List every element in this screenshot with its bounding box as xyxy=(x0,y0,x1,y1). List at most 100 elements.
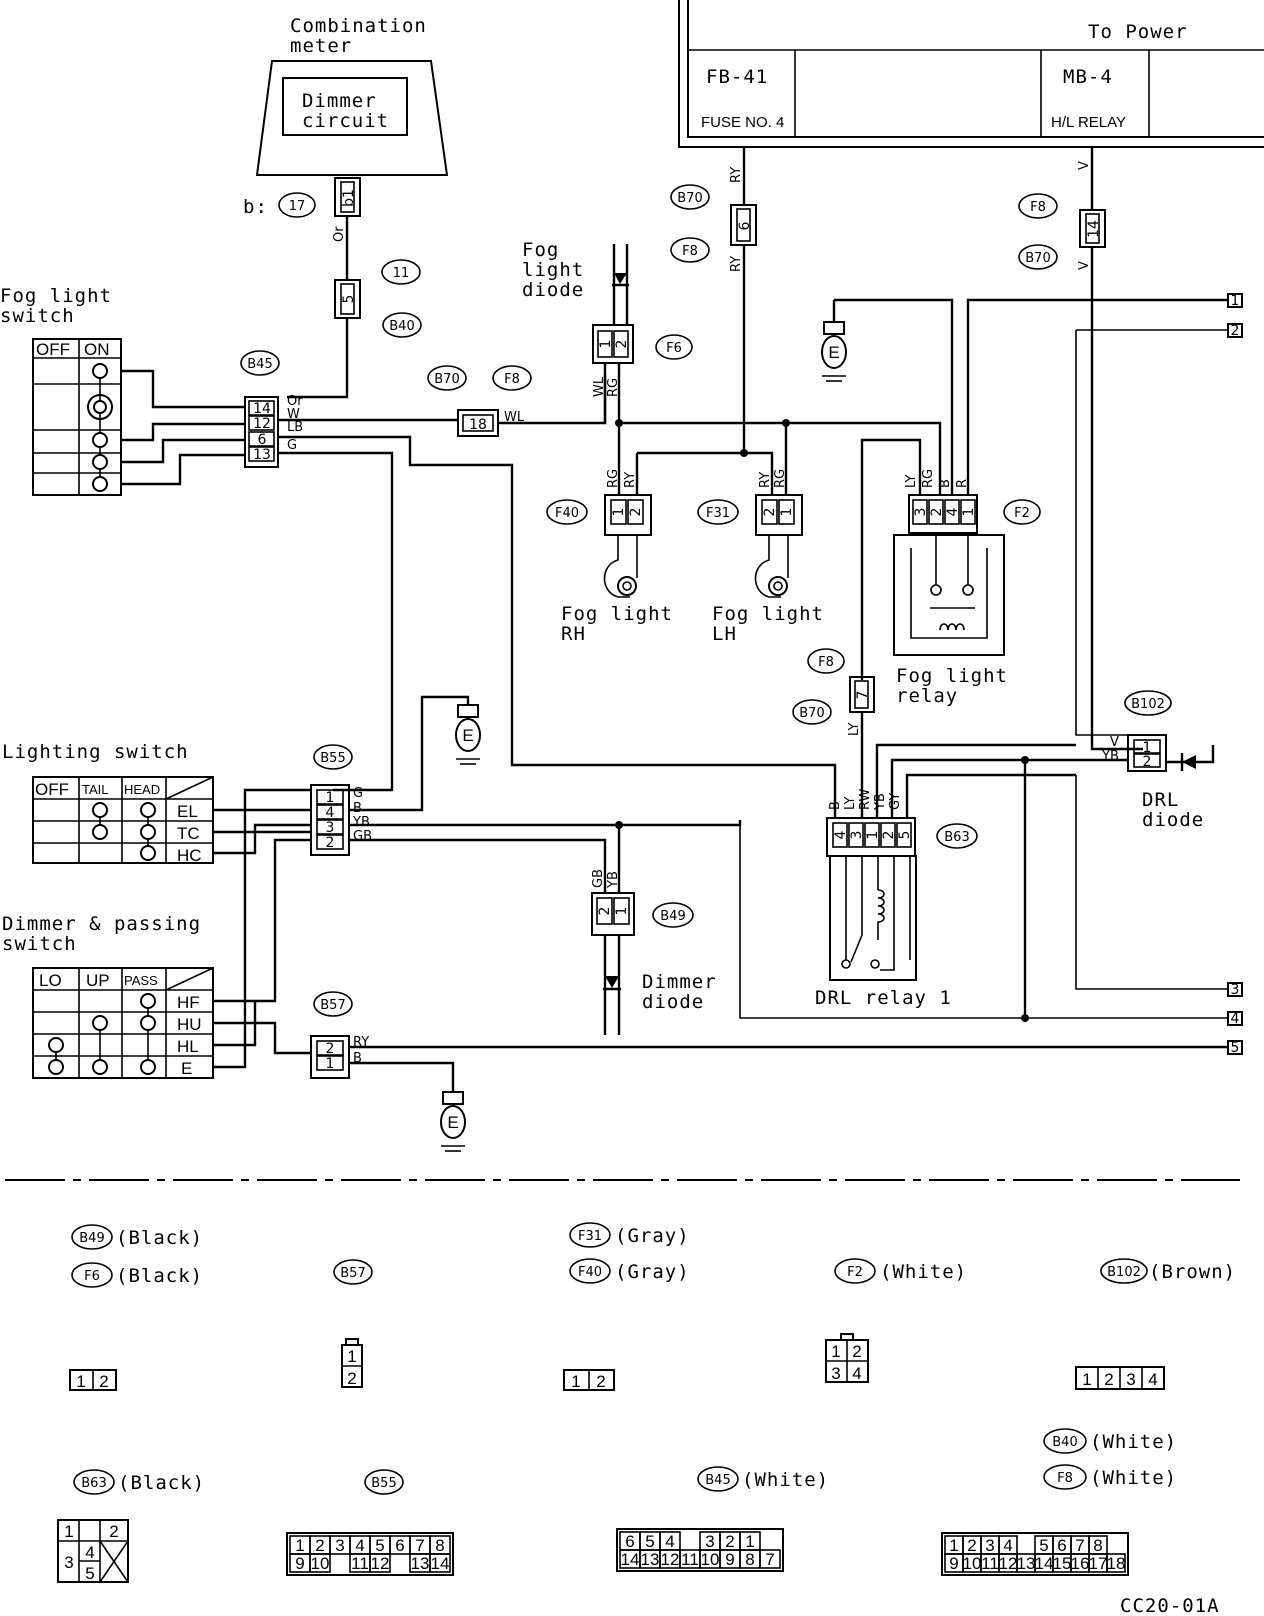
tag-b49: B49 xyxy=(652,902,694,928)
svg-text:1: 1 xyxy=(1082,1370,1091,1389)
pin-number: 6 xyxy=(625,1532,634,1551)
svg-text:2: 2 xyxy=(597,907,613,916)
pin-cell xyxy=(759,1549,781,1569)
svg-text:13: 13 xyxy=(253,447,271,463)
wire-ry3: RY xyxy=(623,472,638,488)
face-b49-f6: 1 2 xyxy=(69,1369,117,1391)
wire-b3: B xyxy=(353,801,362,816)
pin-number: 9 xyxy=(725,1550,734,1569)
pin-number: 18 xyxy=(1107,1554,1126,1573)
legend-f6: F6 (Black) xyxy=(71,1262,202,1288)
diagram-code: CC20-01A xyxy=(1120,1595,1220,1616)
light-row-tc: TC xyxy=(177,824,200,843)
wire-lb: LB xyxy=(287,420,303,435)
svg-text:F8: F8 xyxy=(504,372,520,387)
pin-number: 17 xyxy=(1089,1554,1108,1573)
pin-number: 9 xyxy=(295,1554,304,1573)
wire-r: R xyxy=(955,479,970,488)
pin-number: 7 xyxy=(415,1536,424,1555)
pin-number: 11 xyxy=(981,1554,999,1573)
svg-text:2: 2 xyxy=(929,508,945,517)
svg-text:1: 1 xyxy=(614,907,630,916)
ground-e-2: E xyxy=(455,704,481,765)
connector-14: 14 xyxy=(1079,209,1106,248)
wire-rg3: RG xyxy=(921,469,936,488)
svg-text:5: 5 xyxy=(341,295,357,304)
wire-yb: YB xyxy=(352,815,370,830)
svg-text:B70: B70 xyxy=(677,191,702,206)
svg-text:1: 1 xyxy=(961,508,977,517)
tag-b102: B102 xyxy=(1124,690,1172,716)
tag-f6: F6 xyxy=(655,334,693,360)
ground-e-1: E xyxy=(821,321,847,382)
svg-text:2: 2 xyxy=(326,1041,335,1057)
pin-number: 6 xyxy=(1057,1536,1066,1555)
svg-text:2: 2 xyxy=(1104,1370,1113,1389)
dimmer-switch-table: LO UP PASS HF HU HL E xyxy=(32,967,214,1079)
svg-text:14: 14 xyxy=(253,401,271,417)
svg-text:F31: F31 xyxy=(706,506,730,521)
to-power-label: To Power xyxy=(1088,21,1188,43)
tag-11: 11 xyxy=(381,259,421,285)
pin-cell xyxy=(1106,1553,1126,1573)
wire-gy: GY xyxy=(888,793,903,810)
pin-number: 11 xyxy=(681,1550,699,1569)
pin-number: 3 xyxy=(705,1532,714,1551)
wire-rg: RG xyxy=(606,378,621,397)
pin-number: 13 xyxy=(1017,1554,1036,1573)
pin-number: 13 xyxy=(411,1554,430,1573)
svg-text:E: E xyxy=(828,343,839,362)
connector-f2: 3 2 4 1 xyxy=(908,494,978,534)
svg-text:7: 7 xyxy=(855,691,871,700)
face-b63: 1 2 3 4 5 xyxy=(57,1519,129,1583)
tag-f8-b: F8 xyxy=(670,237,710,263)
svg-text:F2: F2 xyxy=(847,1265,863,1280)
legend-b49: B49 (Black) xyxy=(71,1224,202,1250)
pin-number: 3 xyxy=(335,1536,344,1555)
wire-ry1: RY xyxy=(729,167,744,183)
tag-b70-d: B70 xyxy=(792,699,832,725)
svg-text:5: 5 xyxy=(897,831,913,840)
svg-text:B55: B55 xyxy=(320,751,345,766)
svg-text:5: 5 xyxy=(1231,1040,1240,1056)
tag-f8-c: F8 xyxy=(1018,193,1058,219)
wire-ry2: RY xyxy=(729,256,744,272)
fb41-label: FB-41 xyxy=(706,66,768,88)
svg-text:1: 1 xyxy=(865,831,881,840)
pin-number: 3 xyxy=(985,1536,994,1555)
pin-number: 4 xyxy=(355,1536,364,1555)
legend-b57: B57 xyxy=(333,1259,373,1285)
svg-text:F31: F31 xyxy=(578,1229,602,1244)
svg-text:1: 1 xyxy=(611,508,627,517)
face-outline xyxy=(286,1532,454,1576)
pin-number: 5 xyxy=(375,1536,384,1555)
svg-text:2: 2 xyxy=(628,508,644,517)
svg-text:F8: F8 xyxy=(818,655,834,670)
svg-text:B57: B57 xyxy=(320,998,345,1013)
svg-text:1: 1 xyxy=(1231,293,1240,309)
wire-v2: V xyxy=(1077,261,1092,270)
face-f31-f40: 1 2 xyxy=(563,1369,615,1391)
pin-number: 10 xyxy=(963,1554,982,1573)
svg-text:B70: B70 xyxy=(1025,251,1050,266)
svg-text:B49: B49 xyxy=(79,1231,104,1246)
legend-f31: F31 (Gray) xyxy=(569,1222,689,1248)
svg-text:3: 3 xyxy=(913,508,929,517)
tag-f2: F2 xyxy=(1003,499,1041,525)
legend-b45: B45 (White) xyxy=(697,1466,828,1492)
legend-f40: F40 (Gray) xyxy=(569,1258,689,1284)
fog-col-off: OFF xyxy=(36,340,70,359)
svg-text:3: 3 xyxy=(326,820,335,836)
pin-number: 16 xyxy=(1071,1554,1090,1573)
svg-text:2: 2 xyxy=(762,508,778,517)
svg-text:4: 4 xyxy=(1231,1011,1240,1027)
